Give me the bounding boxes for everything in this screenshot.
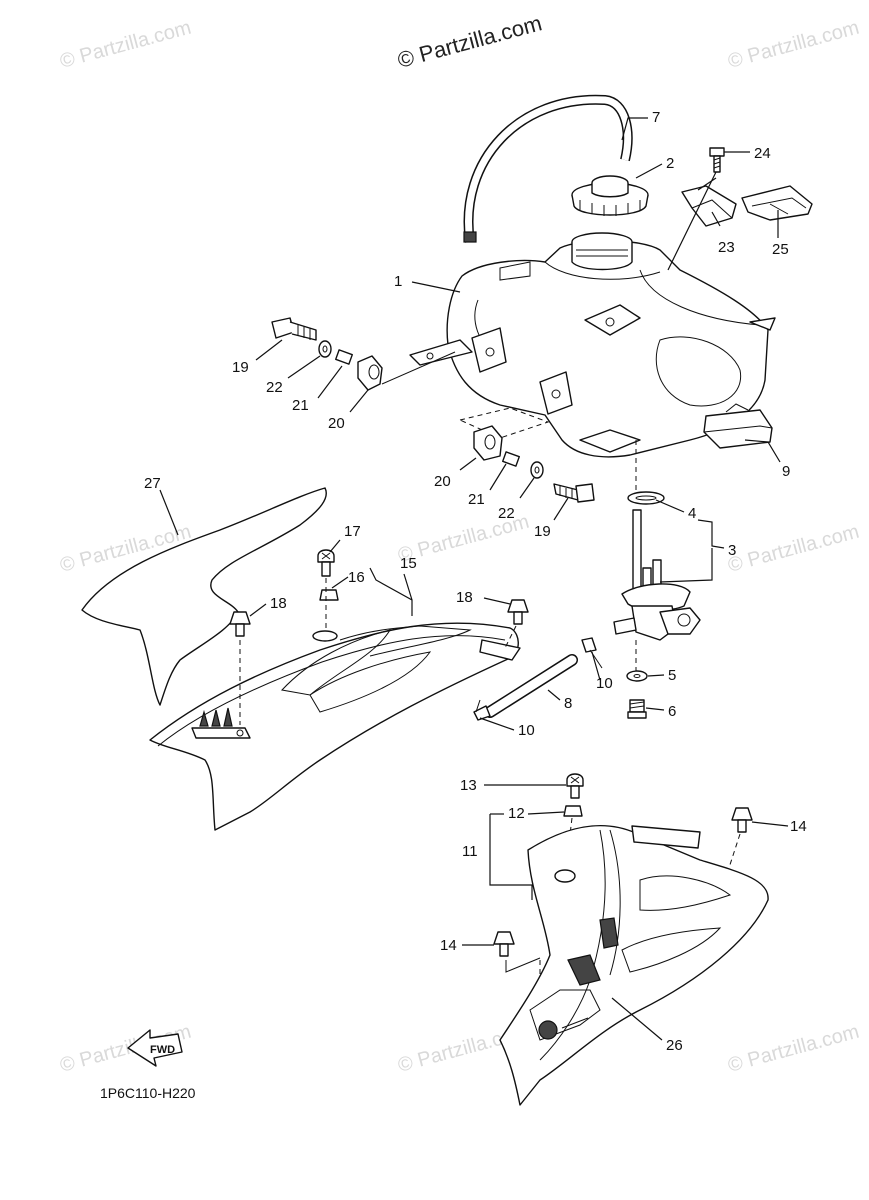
callout-19-left: 19 xyxy=(232,359,249,376)
bracket-25 xyxy=(741,185,813,221)
callout-16: 16 xyxy=(348,569,365,586)
washer-screw-5-6 xyxy=(626,670,648,719)
callout-2: 2 xyxy=(666,155,674,172)
callout-25: 25 xyxy=(772,241,789,258)
callout-23: 23 xyxy=(718,239,735,256)
side-cover-15 xyxy=(149,622,521,831)
callout-6: 6 xyxy=(668,703,676,720)
watermark-bottom-right: © Partzilla.com xyxy=(726,1021,862,1077)
callout-15: 15 xyxy=(400,555,417,572)
callout-21-right: 21 xyxy=(468,491,485,508)
diagram-code: 1P6C110-H220 xyxy=(100,1085,196,1101)
callout-21-left: 21 xyxy=(292,397,309,414)
mount-hardware-right xyxy=(458,407,595,503)
callout-18-left: 18 xyxy=(270,595,287,612)
callout-11: 11 xyxy=(462,843,478,860)
callout-14-right: 14 xyxy=(790,818,807,835)
fwd-label: FWD xyxy=(150,1044,175,1056)
callout-26: 26 xyxy=(666,1037,683,1054)
callout-9: 9 xyxy=(782,463,790,480)
callout-20-left: 20 xyxy=(328,415,345,432)
callout-17: 17 xyxy=(344,523,361,540)
callout-27: 27 xyxy=(144,475,161,492)
fuel-tank xyxy=(409,232,776,490)
callout-18-right: 18 xyxy=(456,589,473,606)
screw-24 xyxy=(709,147,725,173)
callout-14-left: 14 xyxy=(440,937,457,954)
watermark-top-left: © Partzilla.com xyxy=(58,17,194,73)
callout-19-right: 19 xyxy=(534,523,551,540)
cover-assembly-11 xyxy=(493,773,769,1106)
callout-12: 12 xyxy=(508,805,525,822)
watermark-top-right: © Partzilla.com xyxy=(726,17,862,73)
damper-9 xyxy=(703,403,773,449)
callout-24: 24 xyxy=(754,145,771,162)
callout-13: 13 xyxy=(460,777,477,794)
breather-hose xyxy=(463,94,633,243)
callouts: 1 2 3 4 5 6 7 8 9 10 10 11 12 13 14 14 1… xyxy=(144,109,807,1054)
callout-10-upper: 10 xyxy=(596,675,613,692)
callout-1: 1 xyxy=(394,273,402,290)
watermark-header: © Partzilla.com xyxy=(395,10,545,73)
callout-22-right: 22 xyxy=(498,505,515,522)
fuel-cap xyxy=(571,175,649,216)
graphic-27 xyxy=(81,487,327,706)
callout-20-right: 20 xyxy=(434,473,451,490)
callout-3: 3 xyxy=(728,542,736,559)
bracket-23 xyxy=(681,185,737,227)
callout-22-left: 22 xyxy=(266,379,283,396)
mount-hardware-left xyxy=(271,317,456,391)
callout-5: 5 xyxy=(668,667,676,684)
fuel-hose-8 xyxy=(473,637,603,721)
callout-4: 4 xyxy=(688,505,696,522)
callout-8: 8 xyxy=(564,695,572,712)
fuel-cock-3 xyxy=(613,491,701,675)
callout-10-lower: 10 xyxy=(518,722,535,739)
leader-lines xyxy=(159,117,789,1041)
callout-7: 7 xyxy=(652,109,660,126)
fasteners-15-group xyxy=(229,549,529,725)
fwd-arrow: FWD xyxy=(127,1029,183,1067)
watermark-mid-right: © Partzilla.com xyxy=(726,521,862,577)
